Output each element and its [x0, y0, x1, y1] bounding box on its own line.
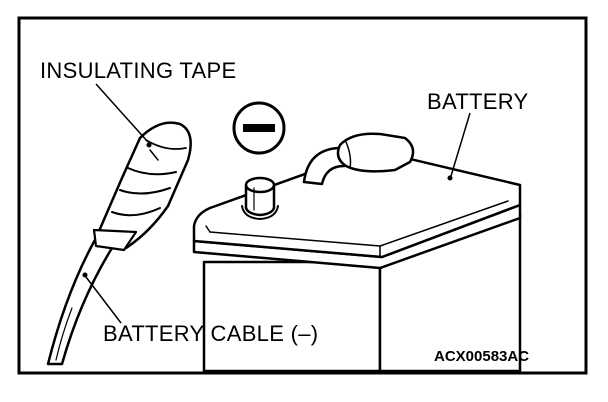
- positive-terminal-cover: [336, 132, 415, 173]
- battery-lid-top: [192, 148, 522, 259]
- insulating-tape-wrap: [94, 121, 192, 250]
- battery-body-front: [202, 260, 382, 373]
- tape-flap: [92, 228, 138, 252]
- minus-symbol: [232, 101, 286, 155]
- negative-terminal-post: [244, 184, 276, 217]
- negative-terminal-top: [244, 176, 276, 194]
- leader-battery: [450, 112, 471, 177]
- leader-lines: [82, 83, 471, 324]
- figure-border: [17, 16, 588, 375]
- label-battery: BATTERY: [427, 89, 529, 114]
- label-insulating-tape: INSULATING TAPE: [40, 58, 237, 83]
- battery: [192, 132, 522, 373]
- leader-insulating-tape: [95, 83, 149, 143]
- leader-battery-cable: [85, 276, 122, 324]
- negative-cable: [46, 121, 192, 366]
- positive-cable: [302, 146, 346, 186]
- label-battery-cable: BATTERY CABLE (–): [103, 321, 319, 346]
- figure-code: ACX00583AC: [434, 348, 530, 365]
